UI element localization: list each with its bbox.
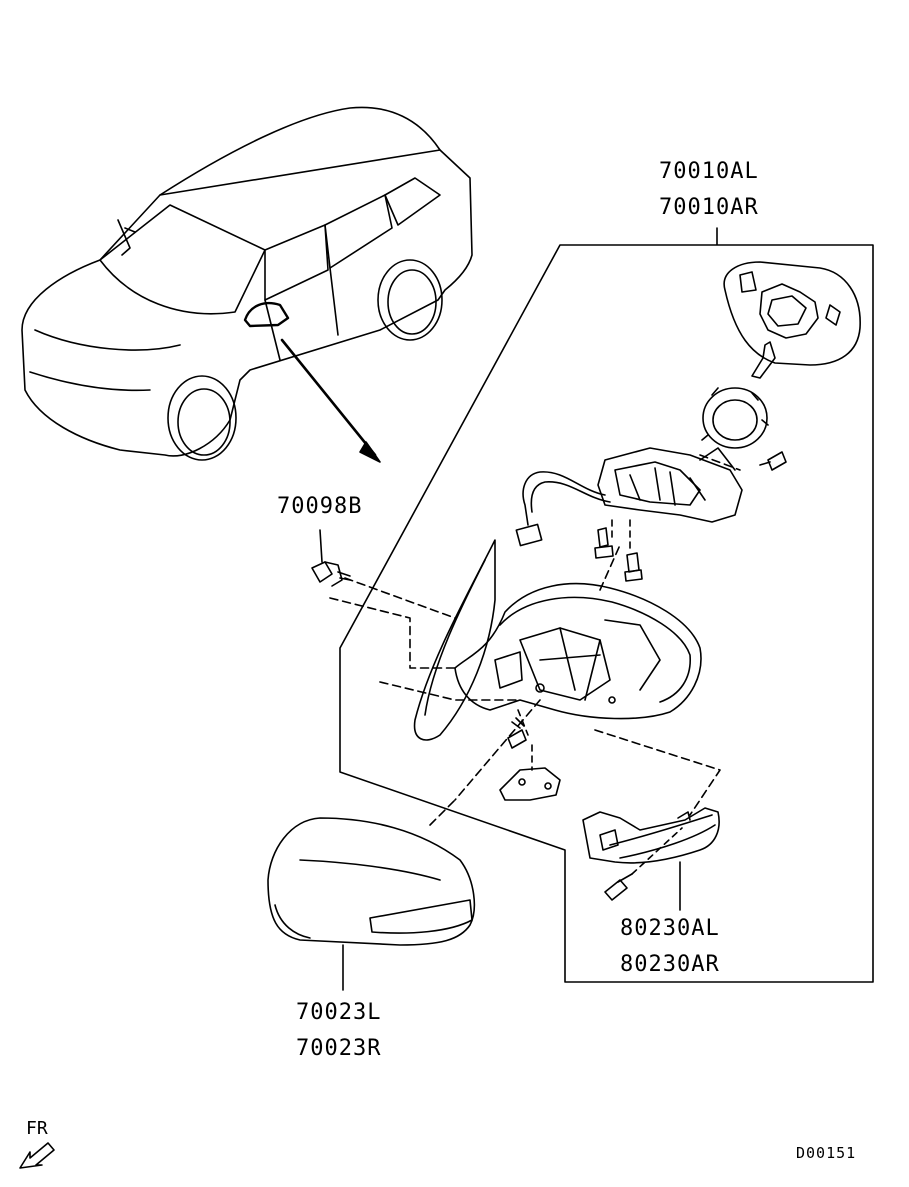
label-80230AR: 80230AR (620, 952, 720, 977)
assembly-frame (339, 227, 874, 983)
screw-leader-lines (329, 577, 521, 701)
housing-screw (507, 709, 529, 749)
small-bracket-plate (499, 744, 561, 801)
label-70098B: 70098B (277, 494, 363, 519)
motor-bracket (515, 447, 787, 547)
label-70023R: 70023R (296, 1036, 382, 1061)
front-direction-arrow-icon (19, 1142, 55, 1169)
label-70010AR: 70010AR (659, 195, 759, 220)
bracket-screws (594, 519, 643, 582)
screw-70098B (311, 529, 351, 587)
mirror-cover (267, 817, 476, 991)
label-70010AL: 70010AL (659, 159, 759, 184)
actuator-ring (701, 387, 769, 449)
vehicle-outline (21, 106, 473, 463)
label-70023L: 70023L (296, 1000, 382, 1025)
turn-lamp (582, 807, 720, 911)
mirror-housing (413, 539, 721, 826)
mirror-glass (723, 261, 861, 379)
label-80230AL: 80230AL (620, 916, 720, 941)
diagram-code: D00151 (796, 1144, 857, 1162)
front-direction-label: FR (26, 1118, 48, 1139)
